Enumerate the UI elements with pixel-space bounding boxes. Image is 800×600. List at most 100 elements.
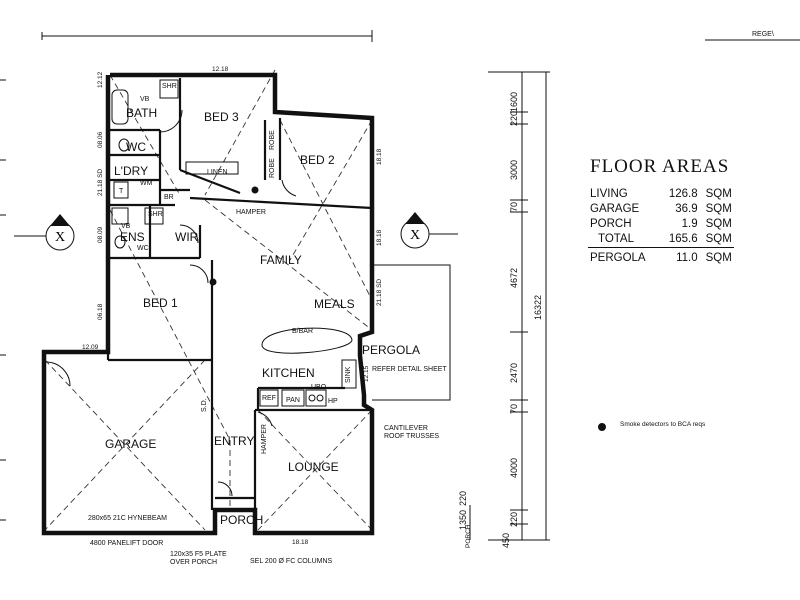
- internal-walls: [106, 78, 373, 510]
- fixture-vb-ensuite: VB: [121, 223, 131, 230]
- room-label-ensuite: ENS: [120, 230, 145, 244]
- note-plate-2: OVER PORCH: [170, 559, 217, 566]
- note-refer-detail: REFER DETAIL SHEET: [372, 366, 447, 373]
- smoke-detector-legend: Smoke detectors to BCA reqs: [620, 421, 706, 428]
- fixture-vb-bath: VB: [140, 96, 150, 103]
- vdim-220b: 220: [509, 512, 519, 527]
- fixture-robe-2: ROBE: [269, 158, 276, 178]
- area-label: TOTAL: [588, 232, 648, 248]
- note-hynebeam: 280x65 21C HYNEBEAM: [88, 515, 167, 522]
- floor-areas-title: FLOOR AREAS: [590, 156, 730, 177]
- left-margin-ticks: [0, 79, 6, 521]
- area-value: 11.0: [676, 252, 698, 264]
- vdim-2470: 2470: [509, 363, 519, 383]
- smoke-detector: [209, 278, 217, 286]
- sink-bench: [341, 359, 357, 389]
- room-label-bed2: BED 2: [300, 153, 335, 167]
- roof-lines: [44, 69, 373, 531]
- dim-r2: 18.18: [376, 229, 383, 246]
- ensuite-vanity: [111, 207, 129, 225]
- area-value: 165.6: [647, 232, 700, 248]
- vdim-70: 70: [509, 202, 519, 212]
- vdim-220: 220: [509, 111, 519, 126]
- fixture-hamper-1: HAMPER: [236, 209, 266, 216]
- dim-top: 12.18: [212, 66, 229, 73]
- vdim-3000: 3000: [509, 160, 519, 180]
- area-label: PORCH: [590, 218, 632, 230]
- bathtub: [111, 89, 129, 125]
- room-label-bath: BATH: [126, 106, 157, 120]
- trough: [113, 181, 129, 199]
- table-row: GARAGE 36.9 SQM: [588, 202, 734, 217]
- area-unit: SQM: [705, 218, 732, 230]
- area-value: 1.9: [681, 218, 698, 230]
- smoke-detector-legend-icon: [598, 423, 606, 431]
- area-unit: SQM: [705, 252, 732, 264]
- dim-w4: 08.09: [97, 226, 104, 243]
- fixture-wm: WM: [140, 180, 153, 187]
- fixture-wc-ensuite: WC: [137, 245, 149, 252]
- shower-bed3: [159, 79, 179, 99]
- fixture-ref: REF: [262, 395, 276, 402]
- dim-w5: 06.18: [97, 303, 104, 320]
- fixture-trough: T: [119, 188, 124, 195]
- hotplate: [308, 394, 316, 402]
- note-cantilever-1: CANTILEVER: [384, 425, 428, 432]
- section-marker-label-left: X: [55, 230, 65, 245]
- room-label-kitchen: KITCHEN: [262, 366, 315, 380]
- linen-cupboard: [185, 161, 239, 175]
- dim-r3: 21.18 SD: [376, 279, 383, 306]
- vdim-4672: 4672: [509, 268, 519, 288]
- fixture-linen: LINEN: [207, 169, 228, 176]
- vdim-1350: 1350: [458, 510, 468, 530]
- fixture-br: BR: [164, 194, 174, 201]
- fridge-space: [259, 389, 279, 407]
- area-value: 36.9: [675, 203, 698, 215]
- note-columns: SEL 200 Ø FC COLUMNS: [250, 558, 333, 565]
- area-label: LIVING: [590, 188, 628, 200]
- fixture-robe-1: ROBE: [269, 130, 276, 150]
- section-marker-label-right: X: [410, 228, 420, 243]
- note-panelift: 4800 PANELIFT DOOR: [90, 540, 163, 547]
- section-marker-right: [400, 212, 458, 249]
- table-row: PORCH 1.9 SQM: [588, 217, 734, 232]
- note-cantilever-2: ROOF TRUSSES: [384, 433, 439, 440]
- dim-garage-top: 12.09: [82, 344, 99, 351]
- shower-ensuite: [144, 207, 164, 225]
- room-label-garage: GARAGE: [105, 437, 156, 451]
- room-label-pergola: PERGOLA: [362, 343, 420, 357]
- room-label-family: FAMILY: [260, 253, 302, 267]
- breakfast-bar: [261, 327, 353, 354]
- dim-w1: 12.12: [97, 71, 104, 88]
- area-unit: SQM: [705, 203, 732, 215]
- room-label-meals: MEALS: [314, 297, 355, 311]
- table-row: PERGOLA 11.0 SQM: [588, 248, 734, 267]
- area-unit: SQM: [705, 188, 732, 200]
- fixture-hp: HP: [328, 398, 338, 405]
- vertical-dimension-lines: [469, 71, 550, 541]
- area-label: GARAGE: [590, 203, 640, 215]
- room-label-wir: WIR: [175, 230, 199, 244]
- vdim-total: 16322: [533, 295, 543, 320]
- vdim-450: 450: [501, 533, 511, 548]
- fixture-ubo: UBO: [311, 384, 327, 391]
- ensuite-toilet: [114, 235, 126, 249]
- table-row: LIVING 126.8 SQM: [588, 187, 734, 202]
- fixture-pan: PAN: [286, 397, 300, 404]
- room-label-wc: WC: [126, 140, 146, 154]
- room-label-entry: ENTRY: [214, 434, 254, 448]
- room-label-lounge: LOUNGE: [288, 460, 339, 474]
- fixture-breakfast-bar: B/BAR: [292, 328, 313, 335]
- dim-r1: 18.18: [376, 148, 383, 165]
- area-value: 126.8: [668, 188, 698, 200]
- dim-porch: PORCH: [465, 524, 472, 548]
- dim-w2: 08.06: [97, 131, 104, 148]
- vdim-4000: 4000: [509, 458, 519, 478]
- area-label: PERGOLA: [590, 252, 646, 264]
- table-row-total: TOTAL 165.6 SQM: [588, 232, 734, 248]
- room-label-porch: PORCH: [220, 513, 263, 527]
- pantry: [281, 389, 305, 407]
- room-label-bed1: BED 1: [143, 296, 178, 310]
- area-unit: SQM: [699, 232, 734, 248]
